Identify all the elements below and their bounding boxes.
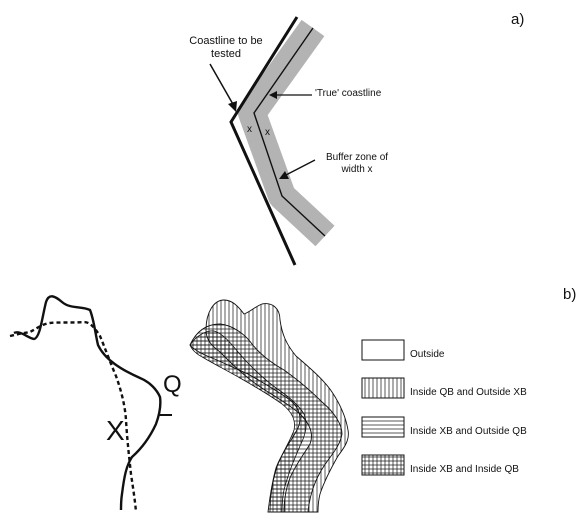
legend-label-inside-xb: Inside XB and Outside QB bbox=[410, 426, 527, 437]
true-coastline-label: 'True' coastline bbox=[315, 88, 382, 99]
legend-label-outside: Outside bbox=[410, 349, 445, 360]
legend-swatch-inside-both bbox=[361, 454, 405, 476]
legend-label-inside-both: Inside XB and Inside QB bbox=[410, 464, 519, 475]
arrow-buffer-zone bbox=[283, 159, 316, 177]
width-marker: x bbox=[247, 124, 252, 135]
arrow-head-buffer-zone bbox=[279, 171, 289, 179]
tested-coastline bbox=[229, 16, 299, 266]
buffer-overlap bbox=[189, 330, 307, 513]
width-marker: x bbox=[265, 127, 270, 138]
arrow-head-coastline-tested bbox=[228, 101, 237, 112]
legend-swatch-inside-xb bbox=[361, 416, 405, 438]
coastline-q bbox=[13, 295, 162, 511]
legend-swatch-outside bbox=[361, 339, 405, 361]
legend-swatch-inside-qb bbox=[361, 377, 405, 399]
arrow-head-true-coastline bbox=[269, 91, 277, 99]
arrow-coastline-tested bbox=[209, 63, 235, 107]
coastline-q-label: Q bbox=[163, 371, 182, 398]
panel-b-label: b) bbox=[563, 286, 577, 303]
true-coastline bbox=[253, 27, 326, 237]
legend-label-inside-qb: Inside QB and Outside XB bbox=[410, 387, 527, 398]
coastline-x bbox=[9, 320, 138, 513]
coastline-x-label: X bbox=[106, 415, 125, 446]
panel-a-label: a) bbox=[511, 11, 525, 28]
coastline-tested-label: Coastline to be tested bbox=[189, 35, 263, 60]
buffer-zone-label: Buffer zone of width x bbox=[325, 152, 389, 175]
